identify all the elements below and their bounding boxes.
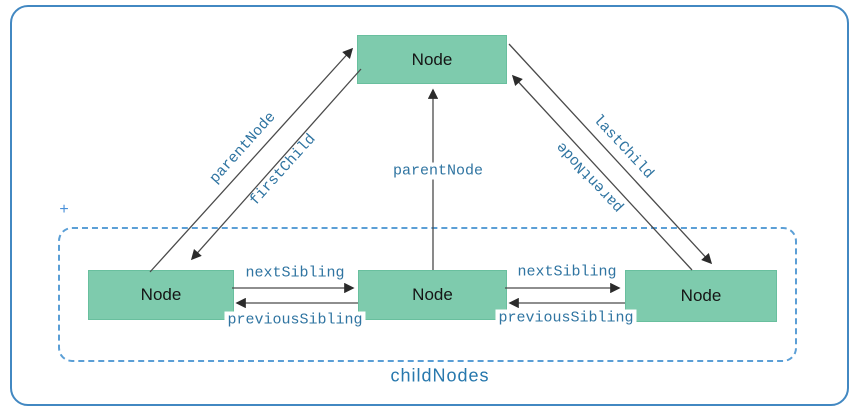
plus-marker-icon: +: [59, 201, 69, 218]
node-child-left: Node: [88, 270, 234, 320]
node-child-middle: Node: [358, 270, 507, 320]
node-child-left-label: Node: [140, 285, 182, 304]
node-child-right-label: Node: [680, 286, 722, 305]
edge-label-parentnode-middle: parentNode: [389, 162, 487, 180]
edge-label-nextsibling-right: nextSibling: [514, 263, 620, 281]
edge-label-nextsibling-left: nextSibling: [242, 264, 348, 282]
edge-label-previoussibling-right: previousSibling: [495, 309, 637, 327]
node-parent-label: Node: [411, 49, 453, 69]
node-parent: Node: [357, 35, 507, 84]
childnodes-label: childNodes: [390, 365, 490, 386]
childnodes-group-box: [58, 227, 797, 362]
edge-label-previoussibling-left: previousSibling: [224, 311, 366, 329]
outer-frame: [10, 5, 849, 406]
node-child-middle-label: Node: [412, 285, 453, 304]
node-child-right: Node: [625, 270, 777, 322]
